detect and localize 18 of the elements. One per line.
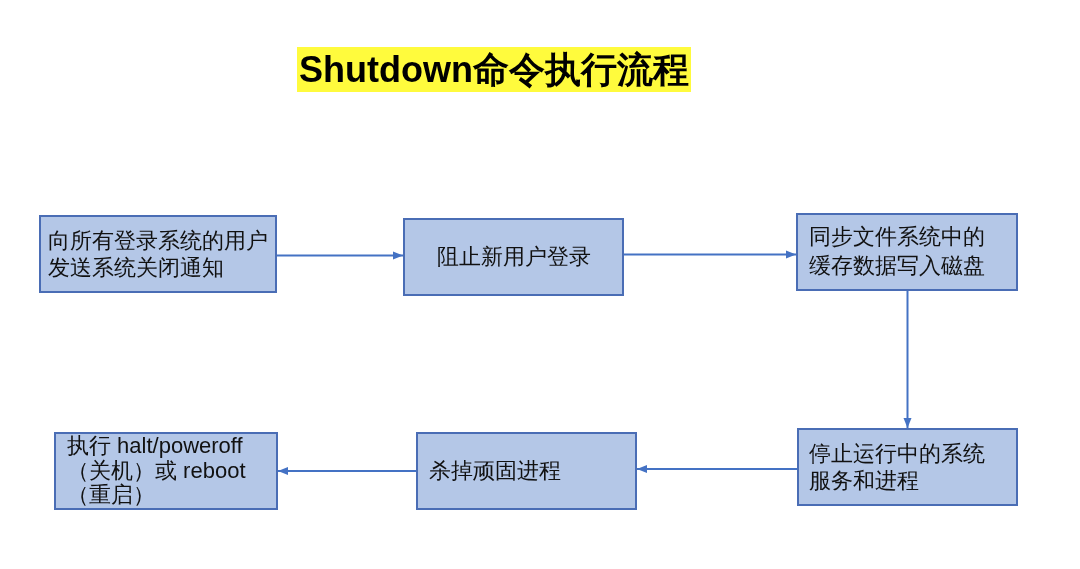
arrow [276, 251, 404, 260]
step-text: 向所有登录系统的用户发送系统关闭通知 [48, 226, 269, 282]
arrow [636, 465, 798, 473]
arrow [903, 290, 912, 429]
title: Shutdown命令执行流程 [297, 47, 691, 92]
process-box [416, 432, 637, 510]
process-box [403, 218, 624, 296]
step-text: 阻止新用户登录 [436, 243, 591, 271]
step-text: 停止运行中的系统服务和进程 [809, 439, 986, 495]
process-box [797, 428, 1018, 506]
step-text: 执行 halt/poweroff（关机）或 reboot（重启） [67, 434, 247, 508]
step-text: 杀掉顽固进程 [429, 457, 561, 485]
process-box [39, 215, 277, 293]
process-box [796, 213, 1018, 291]
process-box [54, 432, 278, 510]
arrow [623, 250, 797, 259]
arrow [277, 467, 417, 475]
step-text: 同步文件系统中的缓存数据写入磁盘 [809, 223, 986, 280]
